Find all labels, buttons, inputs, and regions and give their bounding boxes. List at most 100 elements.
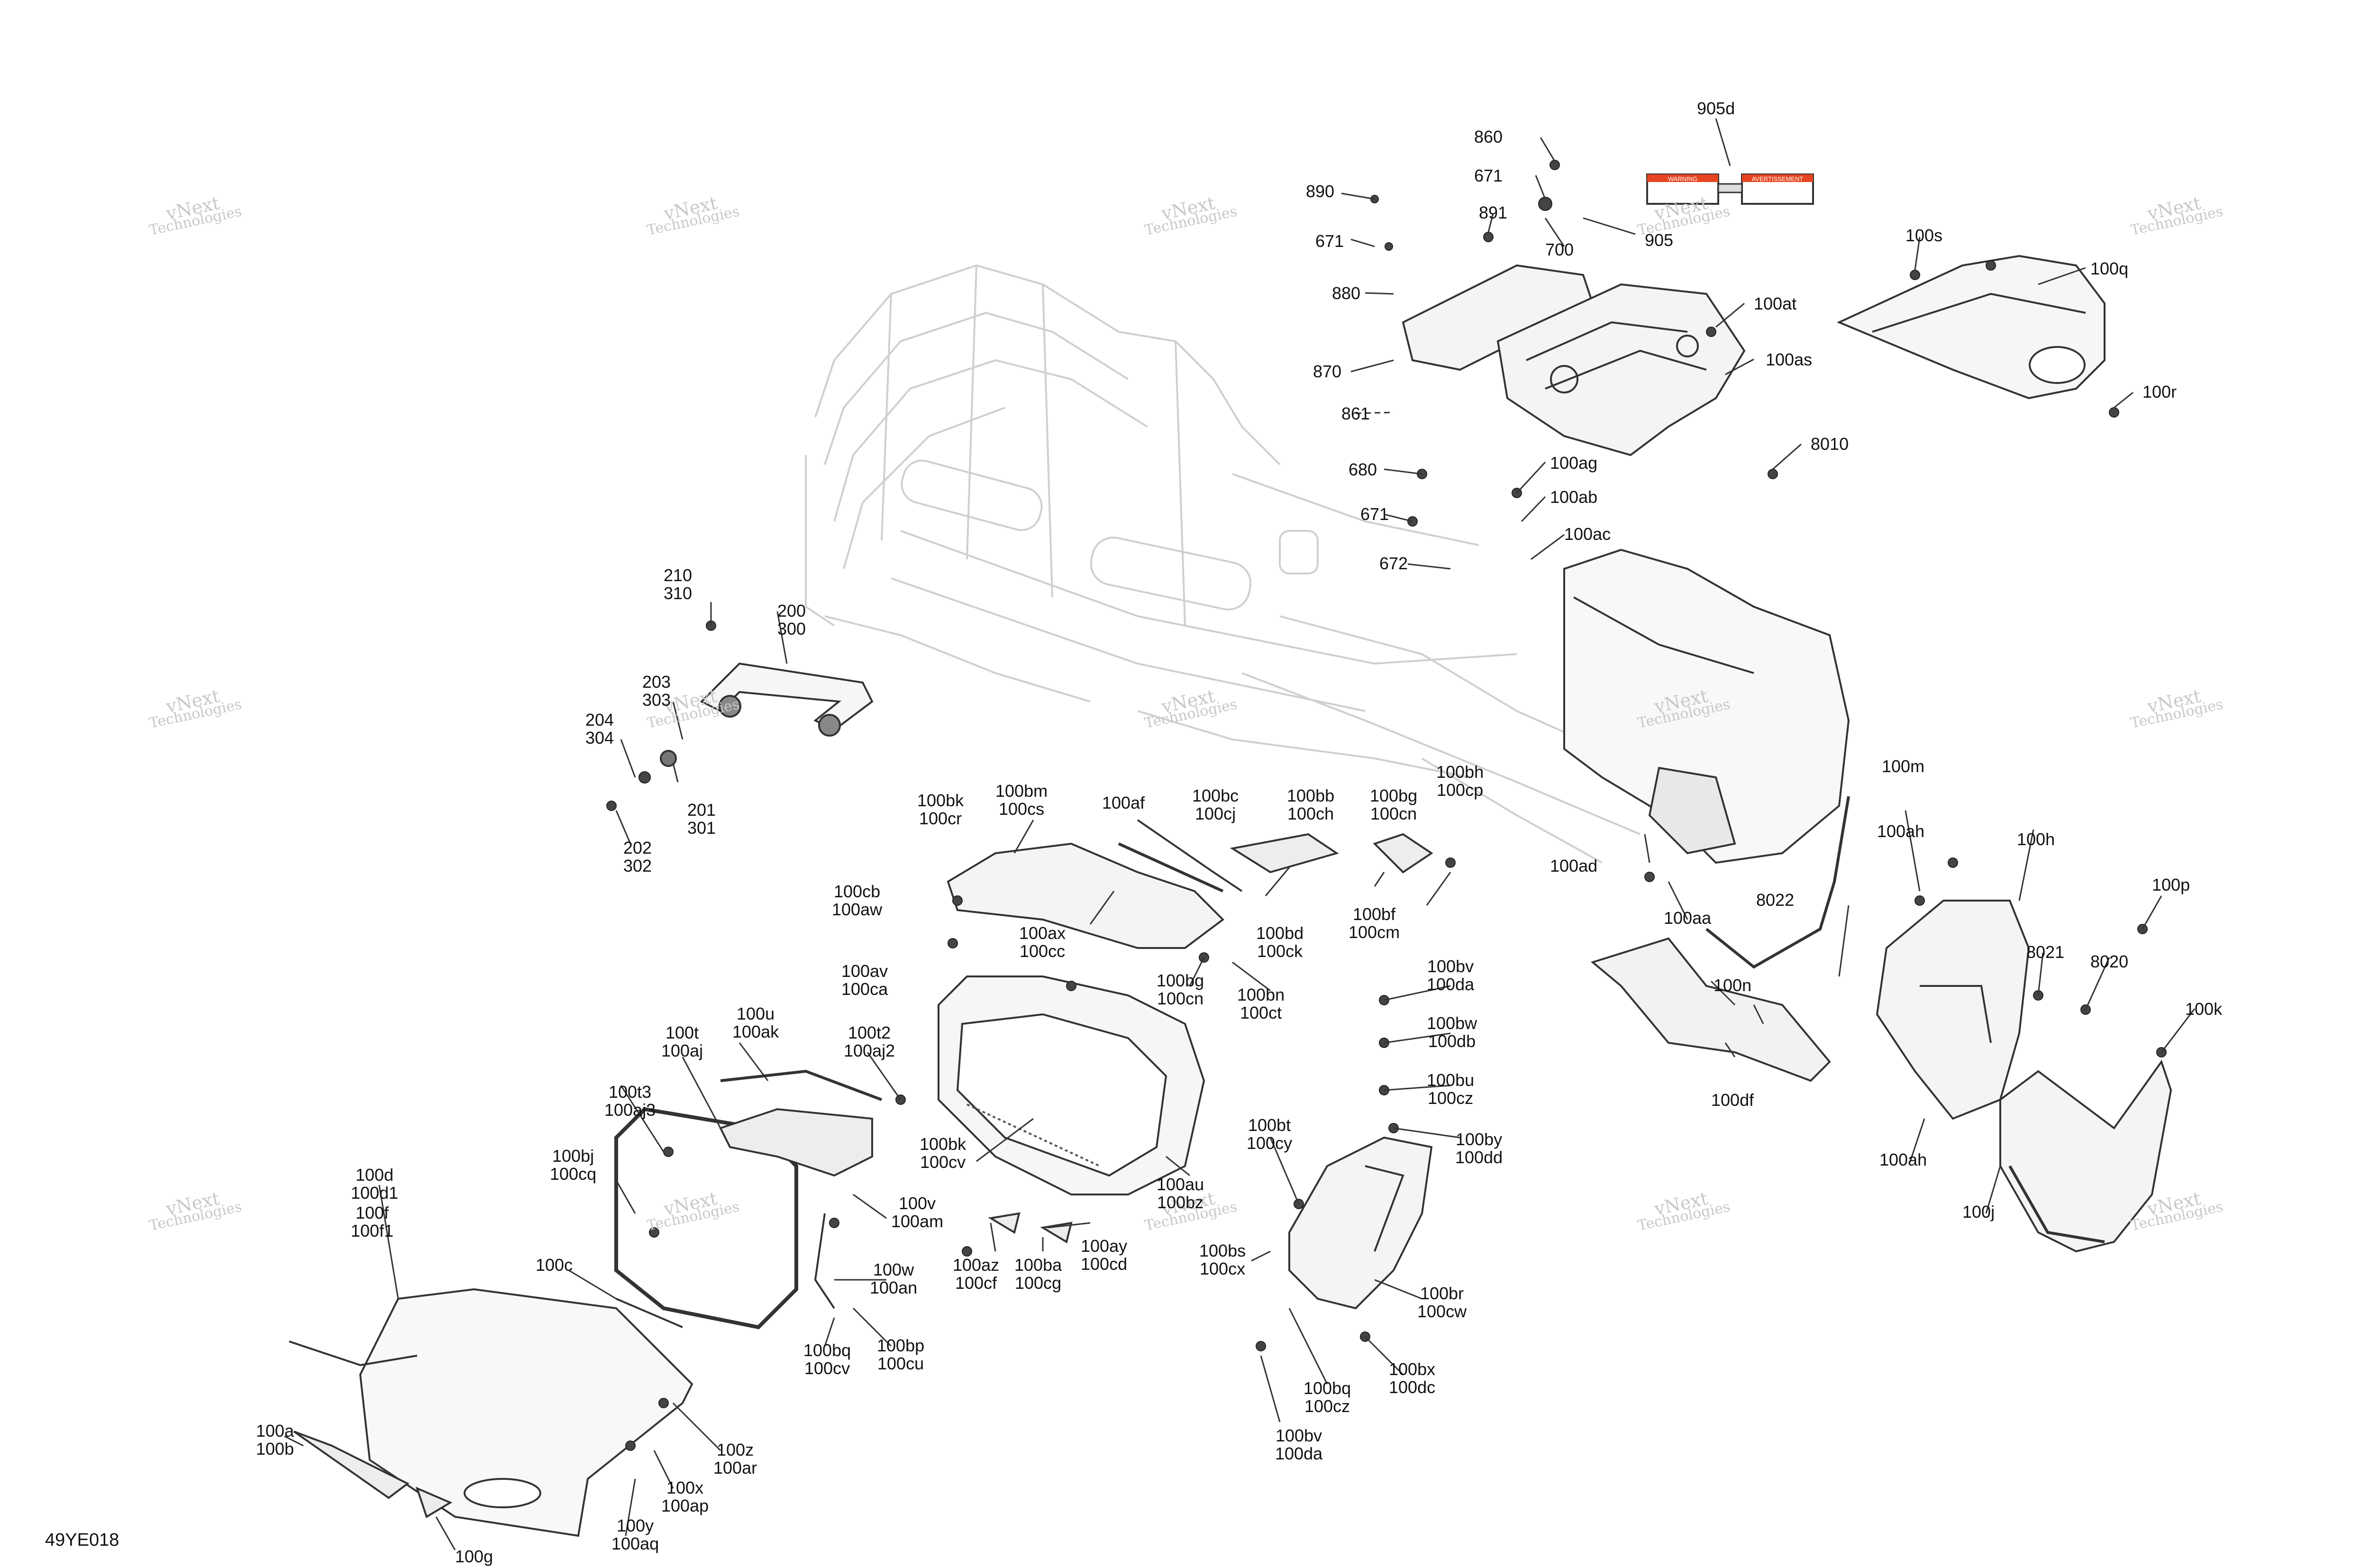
warning-decal-left-text: WARNING bbox=[1668, 175, 1697, 182]
floor-insulation bbox=[1590, 937, 1831, 1082]
callout: 100k bbox=[2185, 999, 2223, 1019]
rear-body-structure bbox=[1563, 548, 1850, 864]
callout: 890 bbox=[1306, 182, 1335, 201]
lid-gasket bbox=[614, 1107, 798, 1330]
warning-decal-right-text: AVERTISSEMENT bbox=[1752, 175, 1804, 182]
callout: 700 bbox=[1545, 240, 1574, 259]
rear-fender-lower bbox=[1999, 1059, 2172, 1253]
vehicle-frame bbox=[805, 264, 1641, 864]
callout: 100s bbox=[1905, 226, 1943, 245]
callout: 891 bbox=[1479, 203, 1508, 222]
upper-bracket-assembly bbox=[1402, 264, 1746, 456]
callout: 8020 bbox=[2090, 952, 2129, 971]
top-storage-cover bbox=[1837, 255, 2106, 400]
callout: 905 bbox=[1645, 230, 1674, 250]
callout: 100ac bbox=[1564, 524, 1611, 544]
callout: 100j bbox=[1962, 1202, 1995, 1222]
callout: 100ad bbox=[1550, 856, 1598, 875]
callout: 8021 bbox=[2026, 942, 2065, 962]
callout: 671 bbox=[1315, 231, 1344, 251]
callout: 100h bbox=[2017, 830, 2055, 849]
callout: 100ah bbox=[1877, 821, 1925, 841]
front-side-panel bbox=[1288, 1136, 1433, 1310]
callout: 672 bbox=[1379, 554, 1408, 573]
callout: 671 bbox=[1360, 504, 1389, 524]
callout: 680 bbox=[1349, 460, 1377, 479]
side-storage-body bbox=[938, 975, 1205, 1195]
callout: 100g bbox=[455, 1547, 493, 1566]
side-upper-trim bbox=[947, 819, 1243, 949]
callout: 100p bbox=[2152, 875, 2190, 894]
callout: 100c bbox=[536, 1255, 573, 1275]
callout: 100n bbox=[1714, 975, 1752, 995]
diagram-code: 49YE018 bbox=[45, 1530, 119, 1550]
callout: 100r bbox=[2142, 382, 2177, 401]
callout: 100ab bbox=[1550, 487, 1598, 507]
callout: 880 bbox=[1332, 283, 1361, 303]
callout: 100ah bbox=[1879, 1150, 1927, 1169]
small-parts bbox=[289, 796, 1850, 1518]
callout: 861 bbox=[1341, 404, 1370, 423]
callout: 100as bbox=[1766, 350, 1813, 369]
callout: 100af bbox=[1102, 793, 1145, 812]
callout: 870 bbox=[1313, 362, 1342, 381]
callout: 860 bbox=[1474, 127, 1503, 146]
grab-handle bbox=[660, 662, 874, 767]
callout: 671 bbox=[1474, 166, 1503, 185]
callout: 100aa bbox=[1664, 908, 1712, 928]
callout: 100df bbox=[1711, 1090, 1754, 1110]
callout: 905d bbox=[1697, 99, 1735, 118]
warning-decal: WARNING AVERTISSEMENT bbox=[1646, 173, 1814, 205]
callout: 8022 bbox=[1756, 890, 1795, 910]
leader-lines bbox=[284, 118, 2196, 1550]
rear-fender-upper bbox=[1876, 900, 2030, 1120]
callout: 100q bbox=[2090, 259, 2129, 278]
callout: 100m bbox=[1882, 757, 1925, 776]
